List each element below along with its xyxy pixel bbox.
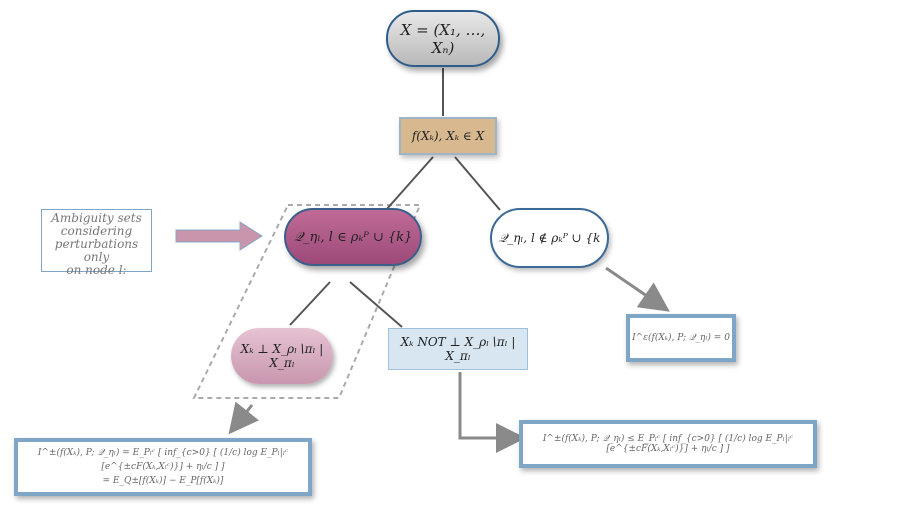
edge-in-notindep xyxy=(349,281,403,328)
equality-result-box: I^±(f(Xₖ), P; 𝒬_ηₗ) = E_Pₗᶜ [ inf_{c>0} … xyxy=(14,438,312,496)
in-set-node: 𝒬_ηₗ, l ∈ ρₖᴾ ∪ {k} xyxy=(284,208,422,266)
note-line: on node l: xyxy=(66,263,127,277)
arrow-out-zero xyxy=(605,266,670,312)
equality-line-2: = E_Q±[f(Xₖ)] − E_P[f(Xₖ)] xyxy=(102,476,224,486)
note-line: Ambiguity sets xyxy=(51,211,142,225)
independent-node: Xₖ ⊥ X_ρₗ∖πₗ | X_πₗ xyxy=(231,328,333,384)
zero-result-box: I^ε(f(Xₖ), P; 𝒬_ηₗ) = 0 xyxy=(626,314,736,362)
pointer-arrow xyxy=(175,221,263,251)
inequality-result-box: I^±(f(Xₖ), P; 𝒬_ηₗ) ≤ E_Pₗᶜ [ inf_{c>0} … xyxy=(519,420,817,468)
out-set-node: 𝒬_ηₗ, l ∉ ρₖᴾ ∪ {k xyxy=(490,208,609,268)
edge-f-out xyxy=(454,156,501,211)
note-line: perturbations only xyxy=(54,237,139,264)
arrow-indep-eq xyxy=(228,401,259,435)
root-node: X = (X₁, …, Xₙ) xyxy=(386,10,500,67)
equality-line-1: I^±(f(Xₖ), P; 𝒬_ηₗ) = E_Pₗᶜ [ inf_{c>0} … xyxy=(37,448,289,472)
ambiguity-note: Ambiguity sets considering perturbations… xyxy=(41,209,152,277)
note-line: considering xyxy=(60,224,133,238)
arrow-notindep-ineq xyxy=(458,372,526,453)
edge-in-indep xyxy=(289,281,331,326)
not-independent-node: Xₖ NOT ⊥ X_ρₗ∖πₗ | X_πₗ xyxy=(388,328,528,370)
function-node: f(Xₖ), Xₖ ∈ X xyxy=(399,117,497,155)
edge-f-in xyxy=(385,156,434,211)
